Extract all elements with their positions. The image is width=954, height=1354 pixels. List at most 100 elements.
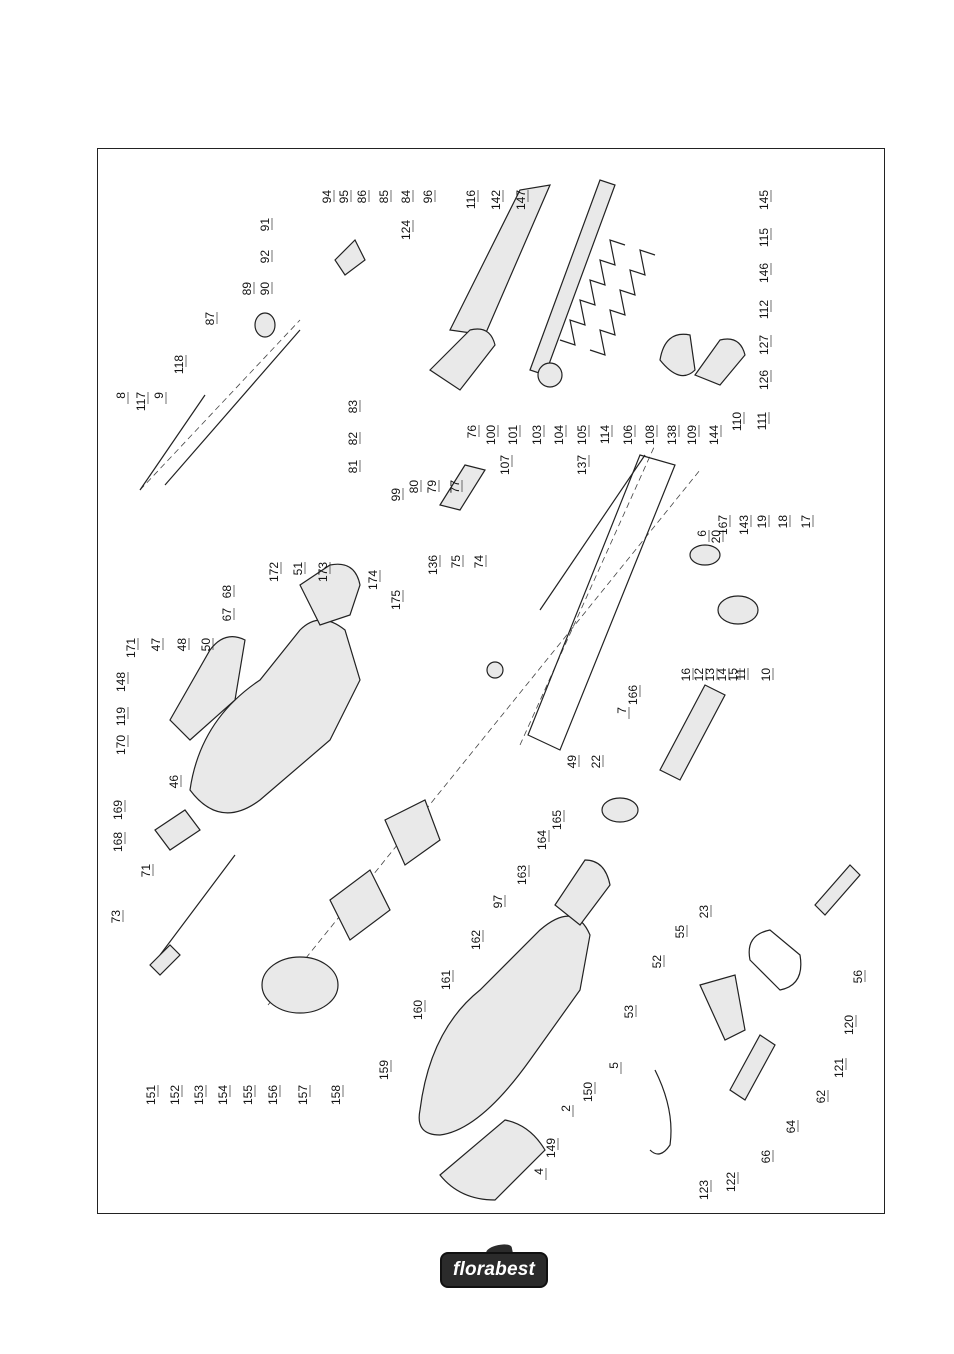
part-number-label: 174 [366,570,380,590]
part-number-label: 64 [784,1120,798,1134]
part-number-label: 46 [167,775,181,789]
part-number-label: 119 [114,707,128,726]
auxiliary-handle [748,929,802,991]
part-number-label: 51 [291,562,305,576]
cable-clamp [154,809,201,851]
part-number-label: 53 [622,1005,636,1019]
part-number-label: 9 [152,392,166,399]
part-number-label: 137 [575,455,589,475]
gearbox-housing [659,333,696,377]
part-number-label: 115 [757,228,771,247]
part-number-label: 10 [759,668,773,682]
part-number-label: 170 [114,735,128,755]
part-number-label: 146 [757,263,771,283]
power-cord [159,854,236,956]
part-number-label: 4 [532,1168,546,1175]
part-number-label: 148 [114,672,128,692]
part-number-label: 114 [598,425,612,444]
part-number-label: 156 [266,1085,280,1105]
motor-rotor [329,869,391,941]
part-number-label: 171 [124,638,138,658]
part-number-label: 157 [296,1085,310,1105]
part-number-label: 7 [615,707,629,714]
part-number-label: 52 [650,955,664,969]
part-number-label: 75 [449,555,463,569]
assembly-axis [267,469,701,1006]
handle-cover [439,1119,546,1201]
part-number-label: 62 [814,1090,828,1104]
part-number-label: 149 [544,1138,558,1158]
part-number-label: 85 [377,190,391,204]
plug [149,944,181,976]
part-number-label: 96 [421,190,435,204]
motor-stator [384,799,441,866]
part-number-label: 173 [316,562,330,582]
part-number-label: 81 [346,460,360,474]
bearing [486,661,504,679]
part-number-label: 90 [258,282,272,296]
part-number-label: 104 [552,425,566,445]
part-number-label: 160 [411,1000,425,1020]
part-number-label: 23 [697,905,711,919]
blade-teeth [559,239,626,346]
part-number-label: 126 [757,370,771,390]
part-number-label: 162 [469,930,483,950]
bushing [254,312,276,338]
part-number-label: 172 [267,562,281,582]
shaft-tube [527,454,676,751]
part-number-label: 49 [565,755,579,769]
part-number-label: 111 [755,412,769,431]
part-number-label: 144 [707,425,721,445]
part-number-label: 99 [389,488,403,502]
part-number-label: 8 [114,392,128,399]
switch-assembly [299,563,361,626]
gear-head-coupling [554,859,611,926]
part-number-label: 92 [258,250,272,264]
part-number-label: 13 [703,668,717,682]
part-number-label: 84 [399,190,413,204]
part-number-label: 121 [832,1058,846,1078]
assembly-axis-upper [139,319,301,491]
part-number-label: 106 [621,425,635,445]
part-number-label: 152 [168,1085,182,1105]
handle-grip [814,864,861,916]
part-number-label: 20 [709,530,723,544]
part-number-label: 153 [192,1085,206,1105]
part-number-label: 68 [220,585,234,599]
part-number-label: 2 [559,1105,573,1112]
upper-shaft [139,394,206,491]
part-number-label: 67 [220,608,234,622]
part-number-label: 175 [389,590,403,610]
scabbard [439,464,486,511]
part-number-label: 169 [111,800,125,820]
part-number-label: 16 [679,668,693,682]
part-number-label: 109 [685,425,699,445]
part-number-label: 82 [346,432,360,446]
part-number-label: 97 [491,895,505,909]
part-number-label: 161 [439,970,453,990]
part-number-label: 11 [734,668,748,681]
part-number-label: 5 [607,1062,621,1069]
part-number-label: 79 [425,480,439,494]
part-number-label: 18 [776,515,790,529]
part-number-label: 108 [643,425,657,445]
part-number-label: 105 [575,425,589,445]
motor-end-cap [261,956,339,1014]
part-number-label: 117 [134,392,148,411]
coupling-ring [717,595,759,625]
part-number-label: 100 [484,425,498,445]
part-number-label: 89 [240,282,254,296]
part-number-label: 164 [535,830,549,850]
part-number-label: 50 [199,638,213,652]
angle-adjust-knob [694,338,746,386]
part-number-label: 101 [506,425,520,445]
tube-coupling [689,544,721,566]
part-number-label: 71 [139,864,153,878]
part-number-label: 163 [515,865,529,885]
part-number-label: 74 [472,555,486,569]
part-number-label: 166 [626,685,640,705]
part-number-label: 142 [489,190,503,210]
part-number-label: 116 [464,190,478,209]
blade-teeth-2 [589,249,656,356]
